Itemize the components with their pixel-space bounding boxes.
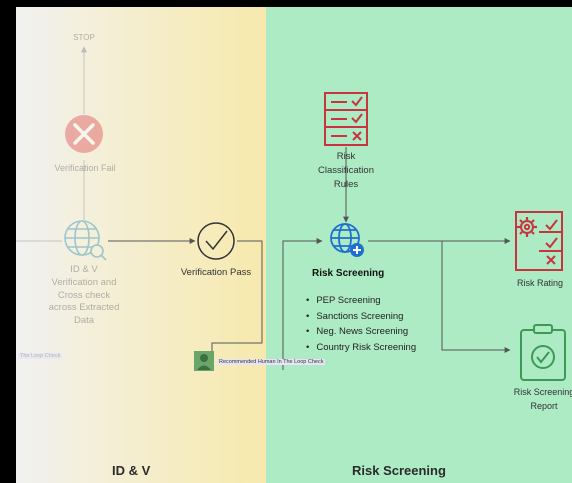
idv-line: Verification and — [51, 276, 117, 288]
risk-rules-line: Classification — [318, 165, 374, 176]
risk-rules-label: Risk Classification Rules — [306, 150, 386, 192]
screening-item: Country Risk Screening — [306, 340, 416, 356]
loop-check-fragment: The Loop Check — [18, 353, 63, 359]
idv-line: across Extracted — [48, 302, 120, 314]
verification-fail-icon — [65, 115, 103, 153]
stop-label: STOP — [73, 33, 95, 42]
idv-panel — [16, 7, 266, 483]
screening-item: Sanctions Screening — [306, 309, 416, 325]
verification-fail-label: Verification Fail — [54, 163, 116, 173]
gear-checklist-icon — [515, 211, 563, 271]
risk-report-line: Report — [530, 401, 558, 411]
flow-connectors — [108, 147, 511, 370]
idv-line: Data — [73, 315, 95, 327]
person-icon — [194, 351, 214, 371]
risk-rules-line: Risk — [336, 151, 356, 162]
globe-search-icon — [64, 220, 107, 261]
idv-line: Cross check — [57, 289, 111, 301]
risk-report-line: Risk Screening — [513, 387, 572, 397]
screening-item: PEP Screening — [306, 293, 416, 309]
idv-node-label: ID & V Verification and Cross check acro… — [34, 264, 134, 328]
risk-screening-panel-title: Risk Screening — [352, 463, 446, 478]
globe-plus-icon — [330, 223, 364, 257]
risk-rating-label: Risk Rating — [516, 278, 563, 288]
risk-screening-node-label: Risk Screening — [312, 268, 385, 279]
screening-item: Neg. News Screening — [306, 324, 416, 340]
idv-panel-title: ID & V — [112, 463, 151, 478]
check-circle-icon — [197, 222, 235, 260]
risk-screening-panel — [266, 7, 572, 483]
risk-rules-line: Rules — [333, 179, 359, 190]
report-clipboard-icon — [520, 324, 566, 381]
verification-pass-label: Verification Pass — [180, 267, 252, 278]
human-loop-label: Recommended Human In The Loop Check — [217, 359, 326, 365]
checklist-icon — [324, 92, 368, 146]
screening-list: PEP Screening Sanctions Screening Neg. N… — [306, 293, 416, 355]
risk-report-label: Risk Screening Report — [504, 385, 572, 413]
idv-line: ID & V — [70, 264, 98, 275]
faded-connectors — [16, 46, 87, 242]
